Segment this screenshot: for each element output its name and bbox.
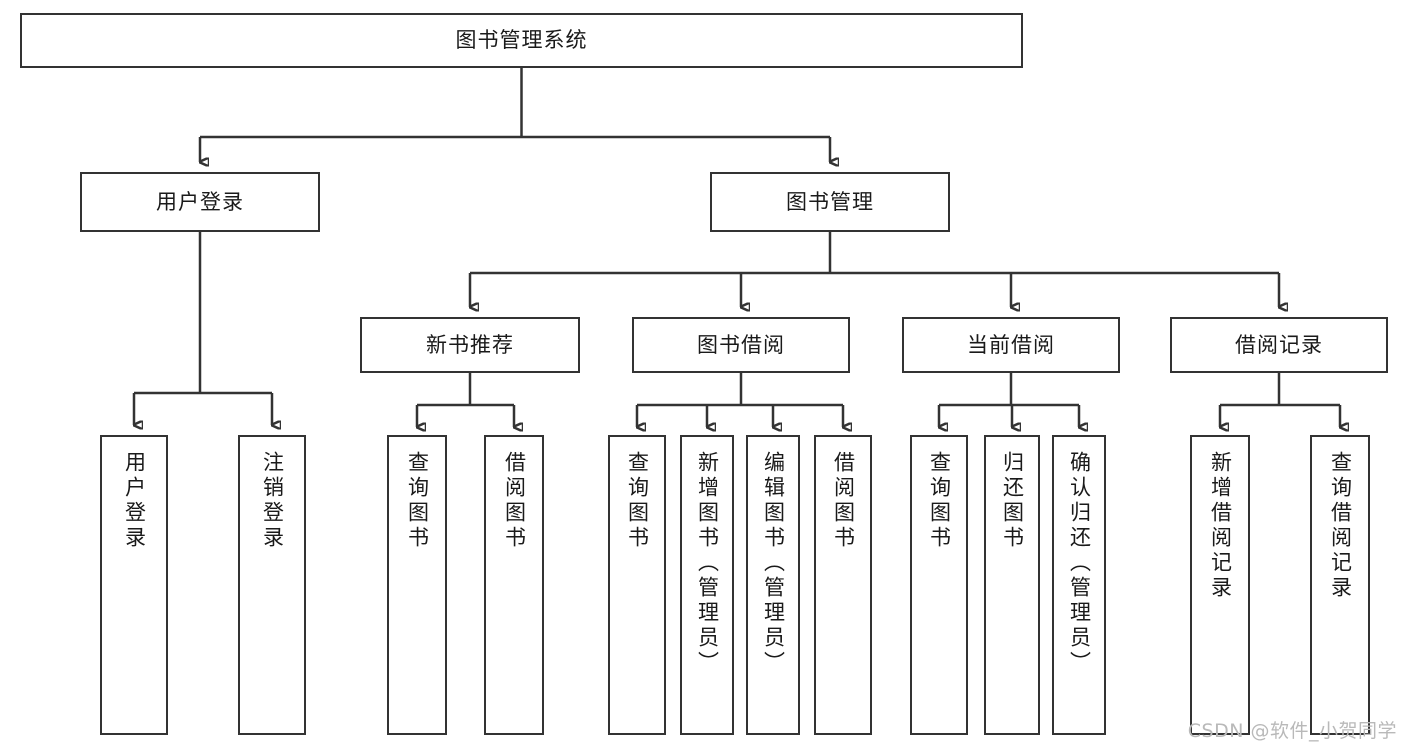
leaf-edit-book-admin[interactable]: 编辑图书（管理员） xyxy=(746,435,800,735)
leaf-logout-login-label: 注销登录 xyxy=(260,451,285,551)
node-user-login-label: 用户登录 xyxy=(156,189,244,214)
leaf-borrow-book-recommend[interactable]: 借阅图书 xyxy=(484,435,544,735)
leaf-add-book-admin[interactable]: 新增图书（管理员） xyxy=(680,435,734,735)
leaf-edit-book-admin-label: 编辑图书（管理员） xyxy=(761,451,786,676)
leaf-query-book-borrow[interactable]: 查询图书 xyxy=(608,435,666,735)
leaf-logout-login[interactable]: 注销登录 xyxy=(238,435,306,735)
currentborrow-to-leaves-connector xyxy=(937,373,1079,427)
node-root[interactable]: 图书管理系统 xyxy=(20,13,1023,68)
node-current-borrow-label: 当前借阅 xyxy=(967,332,1055,357)
leaf-query-book-current-label: 查询图书 xyxy=(927,451,952,551)
leaf-borrow-book[interactable]: 借阅图书 xyxy=(814,435,872,735)
leaf-query-book-borrow-label: 查询图书 xyxy=(625,451,650,551)
node-new-book-recommend[interactable]: 新书推荐 xyxy=(360,317,580,373)
leaf-return-book-label: 归还图书 xyxy=(1000,451,1025,551)
bookmgmt-to-level3-connector xyxy=(468,232,1279,307)
leaf-add-borrow-record-label: 新增借阅记录 xyxy=(1208,451,1233,601)
leaf-user-login[interactable]: 用户登录 xyxy=(100,435,168,735)
node-current-borrow[interactable]: 当前借阅 xyxy=(902,317,1120,373)
node-root-label: 图书管理系统 xyxy=(455,28,588,53)
node-new-book-recommend-label: 新书推荐 xyxy=(426,332,514,357)
leaf-query-borrow-record[interactable]: 查询借阅记录 xyxy=(1310,435,1370,735)
node-book-management[interactable]: 图书管理 xyxy=(710,172,950,232)
node-borrow-record-label: 借阅记录 xyxy=(1235,332,1323,357)
borrowrecord-to-leaves-connector xyxy=(1218,373,1340,427)
root-to-level2-connector xyxy=(198,68,830,162)
leaf-borrow-book-recommend-label: 借阅图书 xyxy=(502,451,527,551)
node-book-borrow[interactable]: 图书借阅 xyxy=(632,317,850,373)
leaf-query-borrow-record-label: 查询借阅记录 xyxy=(1328,451,1353,601)
node-book-borrow-label: 图书借阅 xyxy=(697,332,785,357)
leaf-add-borrow-record[interactable]: 新增借阅记录 xyxy=(1190,435,1250,735)
leaf-confirm-return-admin-label: 确认归还（管理员） xyxy=(1067,451,1092,676)
leaf-return-book[interactable]: 归还图书 xyxy=(984,435,1040,735)
newbook-to-leaves-connector xyxy=(415,373,514,427)
leaf-query-book-current[interactable]: 查询图书 xyxy=(910,435,968,735)
node-borrow-record[interactable]: 借阅记录 xyxy=(1170,317,1388,373)
leaf-confirm-return-admin[interactable]: 确认归还（管理员） xyxy=(1052,435,1106,735)
leaf-borrow-book-label: 借阅图书 xyxy=(831,451,856,551)
watermark: CSDN @软件_小贺同学 xyxy=(1187,720,1397,742)
leaf-query-book-recommend-label: 查询图书 xyxy=(405,451,430,551)
leaf-query-book-recommend[interactable]: 查询图书 xyxy=(387,435,447,735)
leaf-add-book-admin-label: 新增图书（管理员） xyxy=(695,451,720,676)
node-user-login[interactable]: 用户登录 xyxy=(80,172,320,232)
borrowbook-to-leaves-connector xyxy=(635,373,843,427)
leaf-user-login-label: 用户登录 xyxy=(122,451,147,551)
userlogin-to-leaves-connector xyxy=(132,232,272,425)
node-book-management-label: 图书管理 xyxy=(786,189,874,214)
